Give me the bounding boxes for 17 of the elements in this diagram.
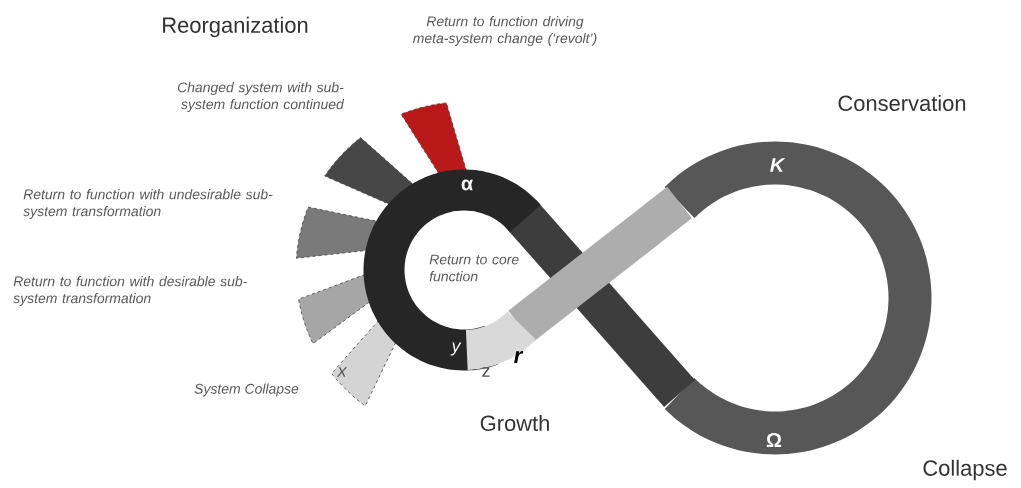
option-label: Return to function with desirable sub-system transformation xyxy=(13,276,247,306)
stage-heading: Reorganization xyxy=(163,16,308,38)
band-letter: x xyxy=(336,367,347,377)
stage-heading: Growth xyxy=(480,414,549,432)
band-letter: z xyxy=(482,367,490,377)
band-letter: K xyxy=(770,158,786,172)
band-letter: α xyxy=(461,179,473,191)
band-letter: Ω xyxy=(766,433,782,447)
stage-heading: Conservation xyxy=(838,94,966,112)
option-label: Return to function driving meta-system change (‘revolt’) xyxy=(413,16,597,46)
band-letter: r xyxy=(514,351,524,363)
option-label: Changed system with sub-system function continued xyxy=(177,82,345,112)
option-label: Return to core function xyxy=(429,254,519,282)
stage-heading: Collapse xyxy=(923,459,1007,481)
option-label: System Collapse xyxy=(194,383,299,397)
option-label: Return to function with undesirable sub-system transformation xyxy=(23,189,273,219)
band-letter: y xyxy=(450,342,462,356)
